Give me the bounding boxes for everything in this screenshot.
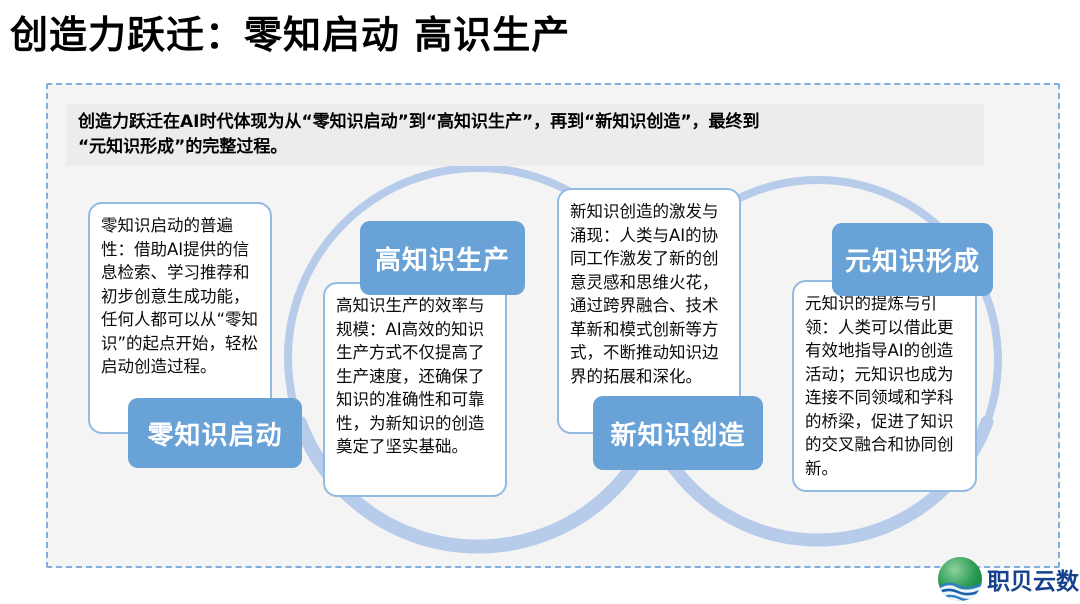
stage-1-label: 零知识启动 bbox=[128, 398, 302, 468]
stage-4-label: 元知识形成 bbox=[832, 223, 993, 296]
stage-2-label: 高知识生产 bbox=[360, 221, 525, 295]
brand-logo-text: 职贝云数 bbox=[987, 569, 1079, 595]
page-title: 创造力跃迁：零知启动 高识生产 bbox=[10, 13, 571, 57]
brand-logo: 职贝云数 bbox=[936, 554, 1080, 604]
stage-4-description: 元知识的提炼与引领：人类可以借此更有效地指导AI的创造活动；元知识也成为连接不同… bbox=[792, 280, 977, 492]
intro-banner: 创造力跃迁在AI时代体现为从“零知识启动”到“高知识生产”，再到“新知识创造”，… bbox=[66, 104, 984, 166]
stage-2-description: 高知识生产的效率与规模：AI高效的知识生产方式不仅提高了生产速度，还确保了知识的… bbox=[323, 282, 507, 497]
brand-logo-icon bbox=[938, 557, 982, 601]
stage-1-description: 零知识启动的普遍性：借助AI提供的信息检索、学习推荐和初步创意生成功能，任何人都… bbox=[88, 202, 272, 434]
stage-3-label: 新知识创造 bbox=[593, 396, 763, 470]
